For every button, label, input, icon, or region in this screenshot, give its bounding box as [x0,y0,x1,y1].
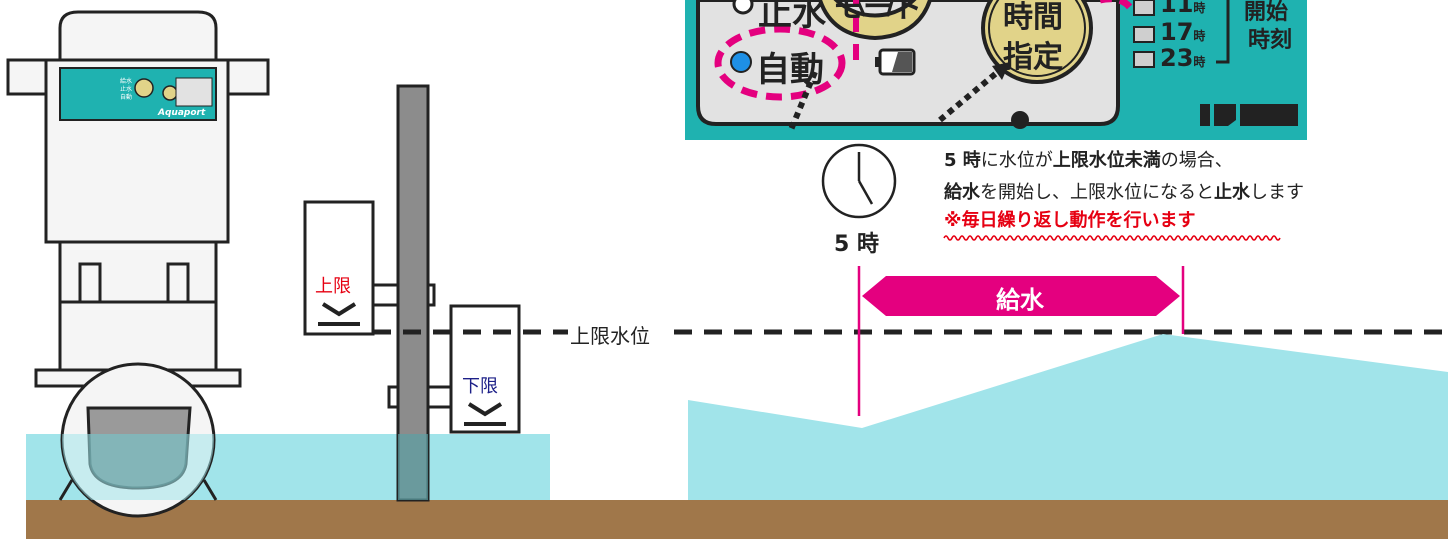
device-brand: Aquaport [158,108,206,118]
time-button-line2: 指定 [1003,40,1063,75]
stop-label: 止水 [758,0,826,34]
clock-time-label: 5 時 [834,232,879,257]
supply-arrow [862,276,1180,316]
auto-indicator [730,51,752,73]
checkbox-23 [1133,51,1155,68]
description-line1: 5 時に水位が上限水位未満の場合、 [944,150,1233,171]
time-option-23: 23時 [1160,44,1206,72]
ground [26,500,1448,539]
auto-label: 自動 [756,50,824,90]
battery-icon [875,48,916,76]
right-water [688,334,1448,500]
mode-button [818,0,932,41]
device-mini-labels: 給水 止水 自動 [120,78,133,101]
lower-float-label: 下限 [462,376,498,397]
start-time-bracket [1216,0,1230,64]
checkbox-17 [1133,26,1155,43]
start-time-label-line2: 時刻 [1248,28,1293,53]
float-switch-icon [303,84,521,502]
time-option-11: 11時 [1160,0,1206,18]
upper-water-level-label: 上限水位 [570,324,650,348]
mode-label: モード [833,0,923,25]
stop-indicator [732,0,754,15]
auto-highlight-oval [714,25,846,101]
control-panel-zoom [685,0,1307,140]
note-wavy-underline [943,235,1281,241]
lower-float [449,304,521,434]
supply-label: 給水 [996,286,1044,314]
upper-float-label: 上限 [315,276,351,297]
time-button-line1: 時間 [1003,0,1063,35]
time-option-17: 17時 [1160,18,1206,46]
repeat-note: ※毎日繰り返し動作を行います [944,210,1196,231]
time-designation-button [981,0,1093,84]
start-time-label-line1: 開始 [1244,0,1289,25]
clock-icon [821,143,897,219]
description-line2: 給水を開始し、上限水位になると止水します [944,182,1304,203]
